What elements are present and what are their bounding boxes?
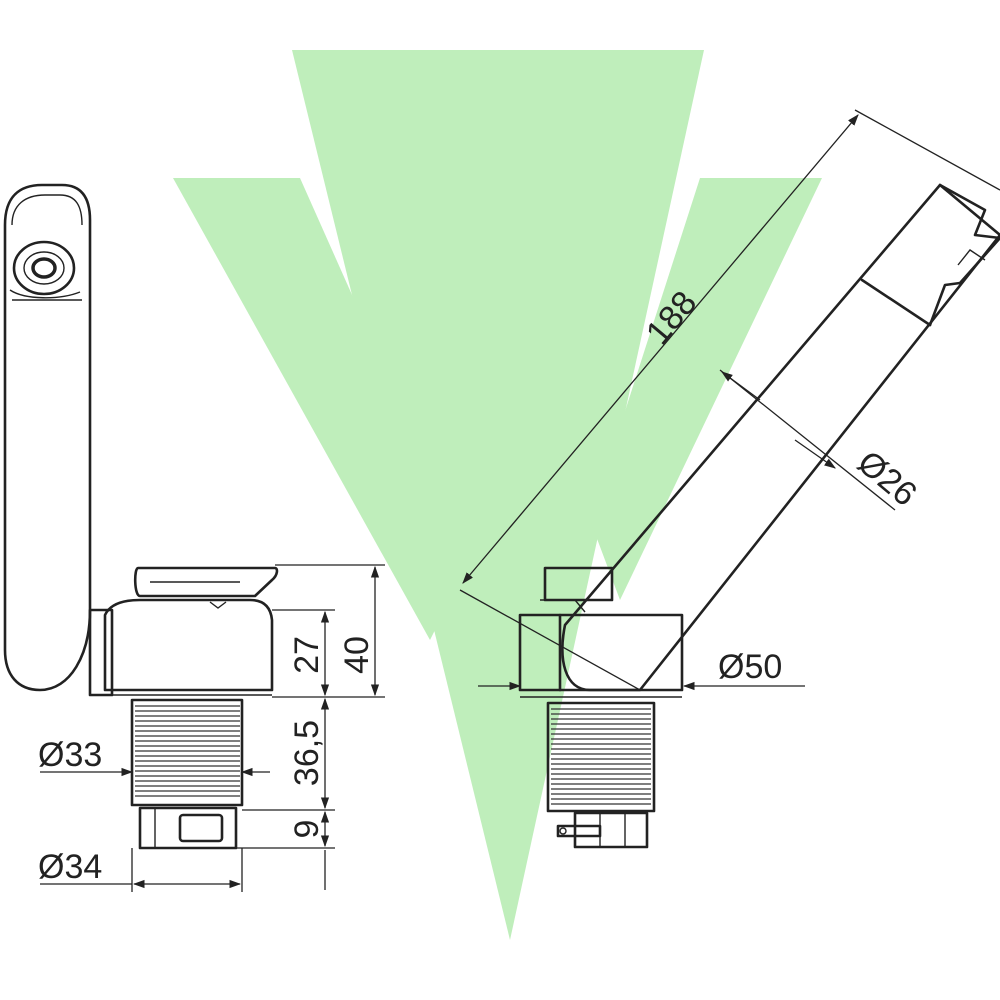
dim-height-total: 40 [338, 636, 376, 674]
aerator-inner [23, 251, 65, 285]
lever-handle [133, 566, 279, 598]
dim-height-body: 27 [288, 636, 326, 674]
dim-height-bottom: 9 [288, 820, 326, 839]
spout-tip [928, 183, 1000, 327]
dim-diameter-base: Ø50 [718, 648, 782, 686]
body-collar [103, 598, 274, 692]
dim-diameter-bottom: Ø34 [38, 848, 102, 886]
dim-diameter-spout: Ø26 [850, 443, 924, 513]
aerator-core [31, 257, 57, 279]
left-view-faucet [3, 183, 279, 850]
shank-threads [135, 705, 240, 797]
dim-height-thread: 36,5 [288, 720, 326, 786]
right-view-faucet [518, 183, 1000, 849]
left-dimensions: 40 27 36,5 9 Ø33 Ø34 [38, 564, 385, 892]
right-threaded-shank [546, 701, 656, 813]
aerator-outer [12, 240, 76, 296]
bottom-fitting [138, 806, 238, 850]
threaded-shank [130, 698, 244, 807]
v-logo-watermark [173, 50, 822, 940]
dim-diameter-thread: Ø33 [38, 736, 102, 774]
